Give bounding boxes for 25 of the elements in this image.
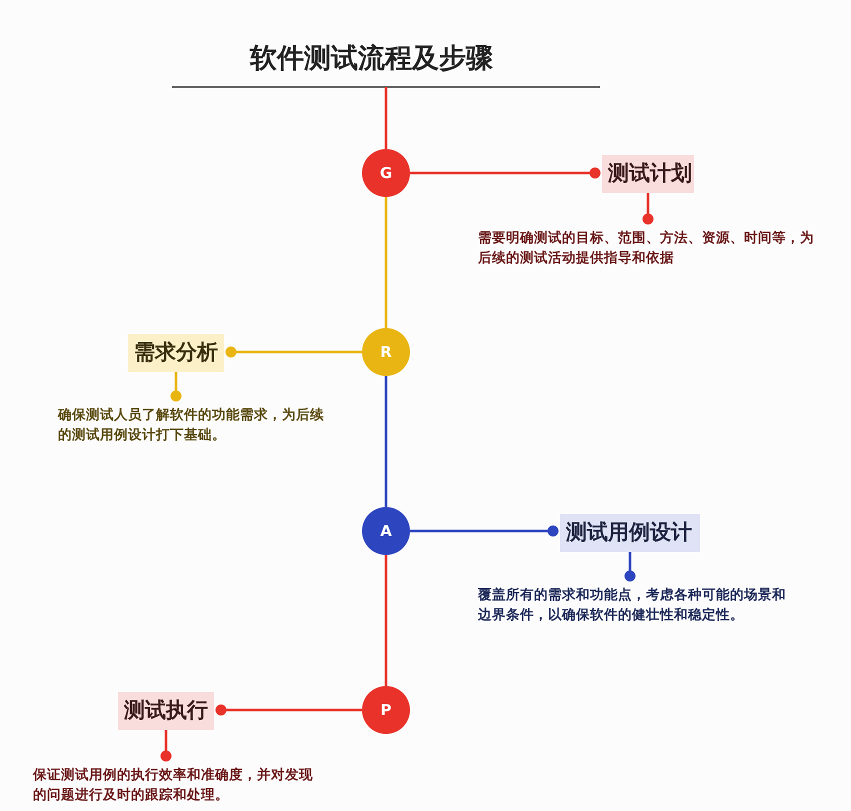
description-text: 覆盖所有的需求和功能点，考虑各种可能的场景和边界条件，以确保软件的健壮性和稳定性。 <box>478 585 798 625</box>
step-label-box: 需求分析 <box>128 334 224 372</box>
step-circle: A <box>362 507 410 555</box>
step-label-box: 测试执行 <box>118 692 214 730</box>
connector-line <box>384 197 388 328</box>
step-label-box: 测试用例设计 <box>560 514 700 552</box>
dot-connector <box>642 193 654 224</box>
title: 软件测试流程及步骤 <box>250 42 493 76</box>
connector-line <box>384 87 388 149</box>
dot-connector <box>216 704 362 716</box>
dot-connector <box>160 730 172 762</box>
connector-line <box>384 376 388 507</box>
description-text: 保证测试用例的执行效率和准确度，并对发现的问题进行及时的跟踪和处理。 <box>33 765 313 805</box>
dot-connector <box>226 346 362 358</box>
description-text: 需要明确测试的目标、范围、方法、资源、时间等，为后续的测试活动提供指导和依据 <box>478 228 818 268</box>
dot-connector <box>170 372 182 402</box>
dot-connector <box>410 168 600 178</box>
step-label-box: 测试计划 <box>602 155 694 193</box>
dot-connector <box>410 526 558 536</box>
step-circle: P <box>362 686 410 734</box>
step-circle: R <box>362 328 410 376</box>
connector-line <box>384 555 388 686</box>
description-text: 确保测试人员了解软件的功能需求，为后续的测试用例设计打下基础。 <box>58 405 328 445</box>
dot-connector <box>624 552 636 582</box>
step-circle: G <box>362 149 410 197</box>
